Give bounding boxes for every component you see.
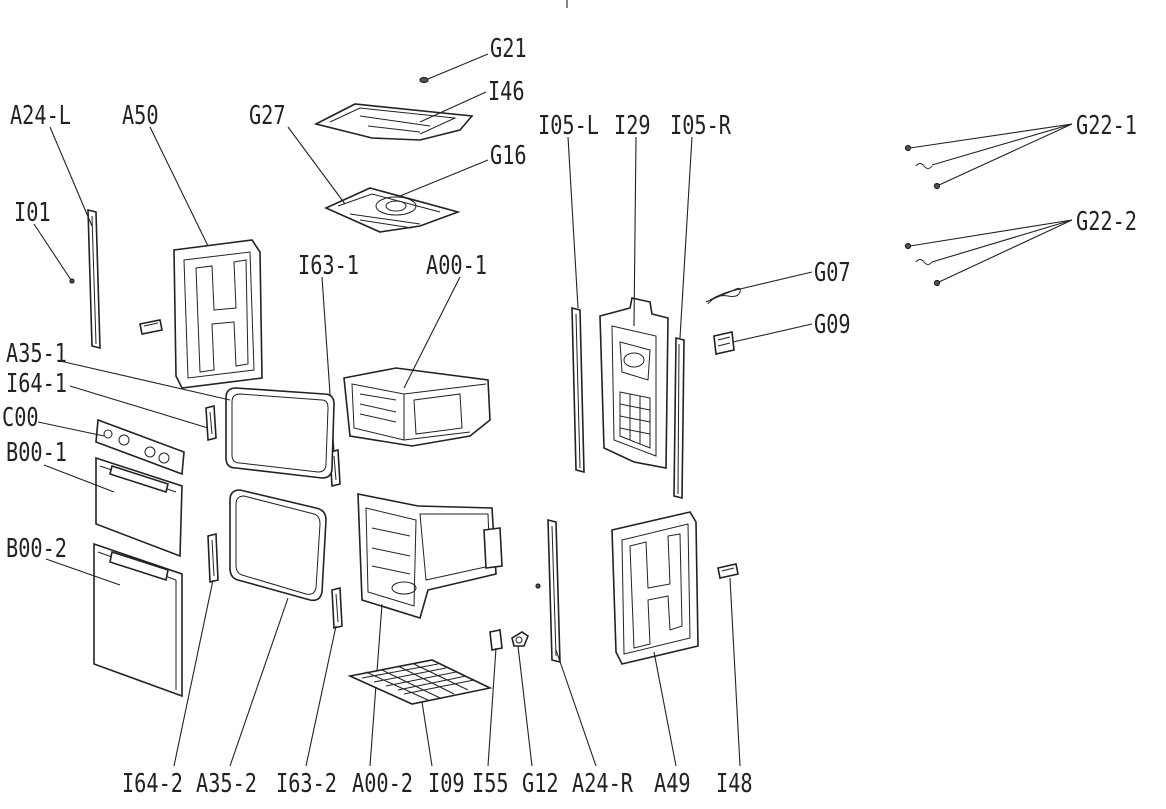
label-i63-1: I63-1 bbox=[298, 251, 359, 281]
part-a00-1-oven-cavity bbox=[343, 276, 491, 447]
label-i05l: I05-L bbox=[538, 111, 599, 141]
part-g16-fan-assembly bbox=[287, 126, 489, 233]
label-g22-2: G22-2 bbox=[1076, 207, 1137, 237]
part-i63-2-hinge bbox=[305, 586, 343, 767]
part-a24l-side-rail bbox=[49, 126, 101, 350]
label-g27: G27 bbox=[249, 101, 286, 131]
part-b00-1-upper-door bbox=[43, 456, 183, 558]
label-g07: G07 bbox=[814, 258, 851, 288]
label-i46: I46 bbox=[488, 77, 525, 107]
part-b00-2-lower-door bbox=[45, 542, 183, 698]
part-g21-screw bbox=[419, 53, 489, 84]
label-i64-2: I64-2 bbox=[122, 769, 183, 799]
label-a24l: A24-L bbox=[10, 101, 71, 131]
part-a35-2-door-gasket bbox=[229, 489, 327, 767]
label-a35-2: A35-2 bbox=[196, 769, 257, 799]
label-g22-1: G22-1 bbox=[1076, 111, 1137, 141]
label-a00-2: A00-2 bbox=[352, 769, 413, 799]
label-i01: I01 bbox=[14, 198, 51, 228]
part-g22-1-screws bbox=[904, 123, 1073, 190]
part-i55-bracket bbox=[487, 629, 503, 767]
label-a24r: A24-R bbox=[572, 769, 634, 799]
label-i05r: I05-R bbox=[670, 111, 732, 141]
part-c00-control-panel bbox=[37, 418, 185, 476]
part-i48-bracket bbox=[717, 563, 741, 767]
label-a49: A49 bbox=[654, 769, 691, 799]
part-i29-back-panel bbox=[599, 136, 669, 469]
part-i46-top-plate bbox=[313, 91, 487, 141]
label-a50: A50 bbox=[122, 101, 159, 131]
part-a00-2-oven-cavity bbox=[357, 493, 503, 767]
part-i05r-side-rail bbox=[673, 136, 693, 500]
part-i64-1-hinge bbox=[69, 385, 217, 442]
label-a35-1: A35-1 bbox=[6, 339, 67, 369]
part-i64-2-hinge bbox=[173, 532, 219, 767]
label-b00-2: B00-2 bbox=[6, 534, 67, 564]
part-g22-2-screws bbox=[904, 219, 1073, 287]
part-g12-lamp bbox=[511, 631, 533, 767]
label-i55: I55 bbox=[472, 769, 509, 799]
part-a24r-side-rail bbox=[535, 518, 597, 767]
part-i05l-side-rail bbox=[567, 136, 585, 474]
label-i29: I29 bbox=[614, 111, 651, 141]
label-b00-1: B00-1 bbox=[6, 438, 67, 468]
label-g16: G16 bbox=[490, 141, 527, 171]
label-c00: C00 bbox=[2, 403, 39, 433]
label-i48: I48 bbox=[716, 769, 753, 799]
part-a50-side-panel-left bbox=[149, 126, 263, 389]
label-g09: G09 bbox=[814, 310, 851, 340]
label-a00-1: A00-1 bbox=[426, 251, 487, 281]
label-g12: G12 bbox=[522, 769, 559, 799]
part-g09-switch bbox=[713, 323, 813, 355]
label-g21: G21 bbox=[490, 34, 527, 64]
part-i09-bottom-grid bbox=[347, 659, 493, 767]
label-i09: I09 bbox=[428, 769, 465, 799]
label-i63-2: I63-2 bbox=[276, 769, 337, 799]
part-i01-screw bbox=[33, 223, 75, 284]
part-a49-side-panel-right bbox=[611, 511, 699, 767]
label-i64-1: I64-1 bbox=[6, 369, 67, 399]
part-small-bracket-left bbox=[139, 319, 163, 335]
part-a35-1-door-gasket bbox=[59, 360, 335, 479]
part-g07-cable bbox=[705, 271, 813, 305]
